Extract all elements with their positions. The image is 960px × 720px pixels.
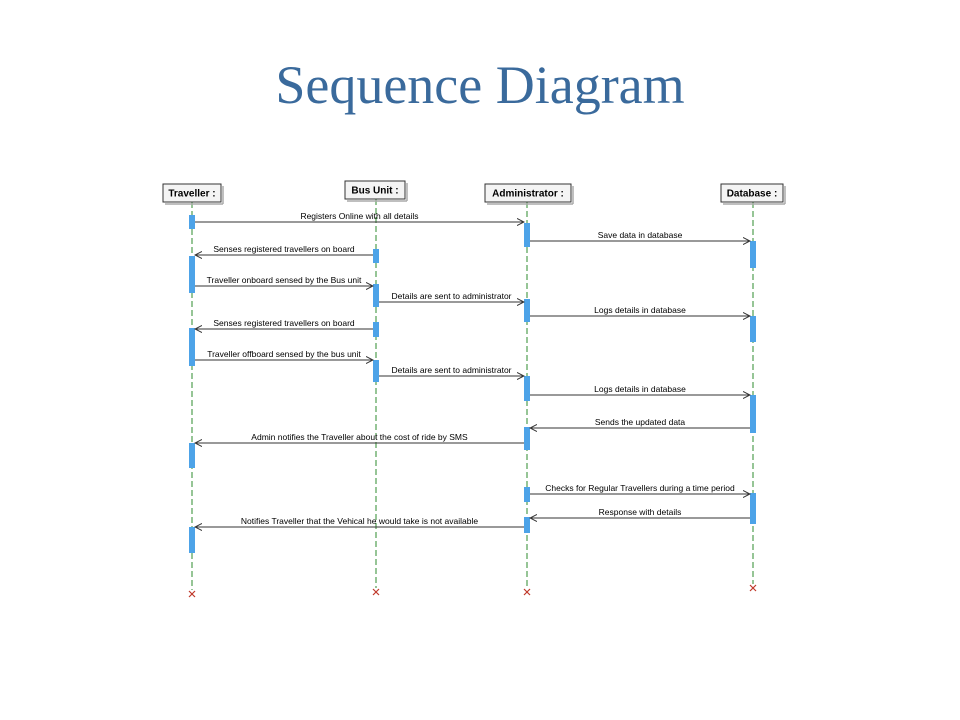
actor-db: Database :	[720, 183, 786, 205]
activation-bar	[524, 487, 530, 502]
message: Logs details in database	[530, 305, 750, 316]
message-label: Logs details in database	[594, 384, 686, 394]
activation-bar	[373, 284, 379, 307]
message: Logs details in database	[530, 384, 750, 395]
message: Senses registered travellers on board	[195, 244, 373, 255]
message-label: Logs details in database	[594, 305, 686, 315]
message-label: Sends the updated data	[595, 417, 686, 427]
message: Response with details	[530, 507, 750, 518]
message-label: Save data in database	[598, 230, 683, 240]
activation-bar	[524, 427, 530, 450]
activation-bar	[189, 328, 195, 366]
actor-label: Bus Unit :	[351, 186, 398, 197]
activation-bar	[750, 316, 756, 342]
message: Details are sent to administrator	[379, 365, 524, 376]
activation-bar	[189, 527, 195, 553]
activation-bar	[373, 322, 379, 337]
message: Registers Online with all details	[195, 211, 524, 222]
activation-bar	[524, 376, 530, 401]
actor-box	[484, 183, 572, 203]
message-label: Traveller offboard sensed by the bus uni…	[207, 349, 361, 359]
message-label: Details are sent to administrator	[392, 291, 512, 301]
actor-admin: Administrator :	[484, 183, 574, 205]
message-label: Response with details	[599, 507, 682, 517]
message: Sends the updated data	[530, 417, 750, 428]
lifeline-end-marker	[749, 584, 757, 592]
activation-bar	[189, 443, 195, 468]
message: Details are sent to administrator	[379, 291, 524, 302]
actor-bus: Bus Unit :	[344, 180, 408, 202]
message: Save data in database	[530, 230, 750, 241]
activation-bar	[524, 223, 530, 247]
slide-title: Sequence Diagram	[275, 55, 685, 115]
activation-bar	[189, 256, 195, 293]
message-label: Registers Online with all details	[300, 211, 418, 221]
lifeline-end-marker	[372, 588, 380, 596]
activation-bar	[373, 249, 379, 263]
activation-bar	[750, 493, 756, 524]
actor-label: Database :	[727, 189, 778, 200]
actor-box	[344, 180, 406, 200]
message: Admin notifies the Traveller about the c…	[195, 432, 524, 443]
message-label: Senses registered travellers on board	[213, 244, 355, 254]
message: Checks for Regular Travellers during a t…	[530, 483, 750, 494]
message-label: Traveller onboard sensed by the Bus unit	[207, 275, 362, 285]
activation-bar	[189, 215, 195, 229]
lifeline-end-marker	[523, 588, 531, 596]
message-label: Senses registered travellers on board	[213, 318, 355, 328]
actor-box	[162, 183, 222, 203]
message-label: Notifies Traveller that the Vehical he w…	[241, 516, 478, 526]
activation-bar	[750, 241, 756, 268]
lifeline-end-marker	[188, 590, 196, 598]
message: Senses registered travellers on board	[195, 318, 373, 329]
actor-label: Traveller :	[168, 189, 215, 200]
actor-traveller: Traveller :	[162, 183, 224, 205]
activation-bar	[524, 517, 530, 533]
message-label: Admin notifies the Traveller about the c…	[251, 432, 468, 442]
message: Traveller onboard sensed by the Bus unit	[195, 275, 373, 286]
actor-label: Administrator :	[492, 189, 564, 200]
activation-bar	[524, 299, 530, 322]
actor-box	[720, 183, 784, 203]
message: Traveller offboard sensed by the bus uni…	[195, 349, 373, 360]
message: Notifies Traveller that the Vehical he w…	[195, 516, 524, 527]
message-label: Checks for Regular Travellers during a t…	[545, 483, 735, 493]
activation-bar	[373, 360, 379, 382]
message-label: Details are sent to administrator	[392, 365, 512, 375]
activation-bar	[750, 395, 756, 433]
